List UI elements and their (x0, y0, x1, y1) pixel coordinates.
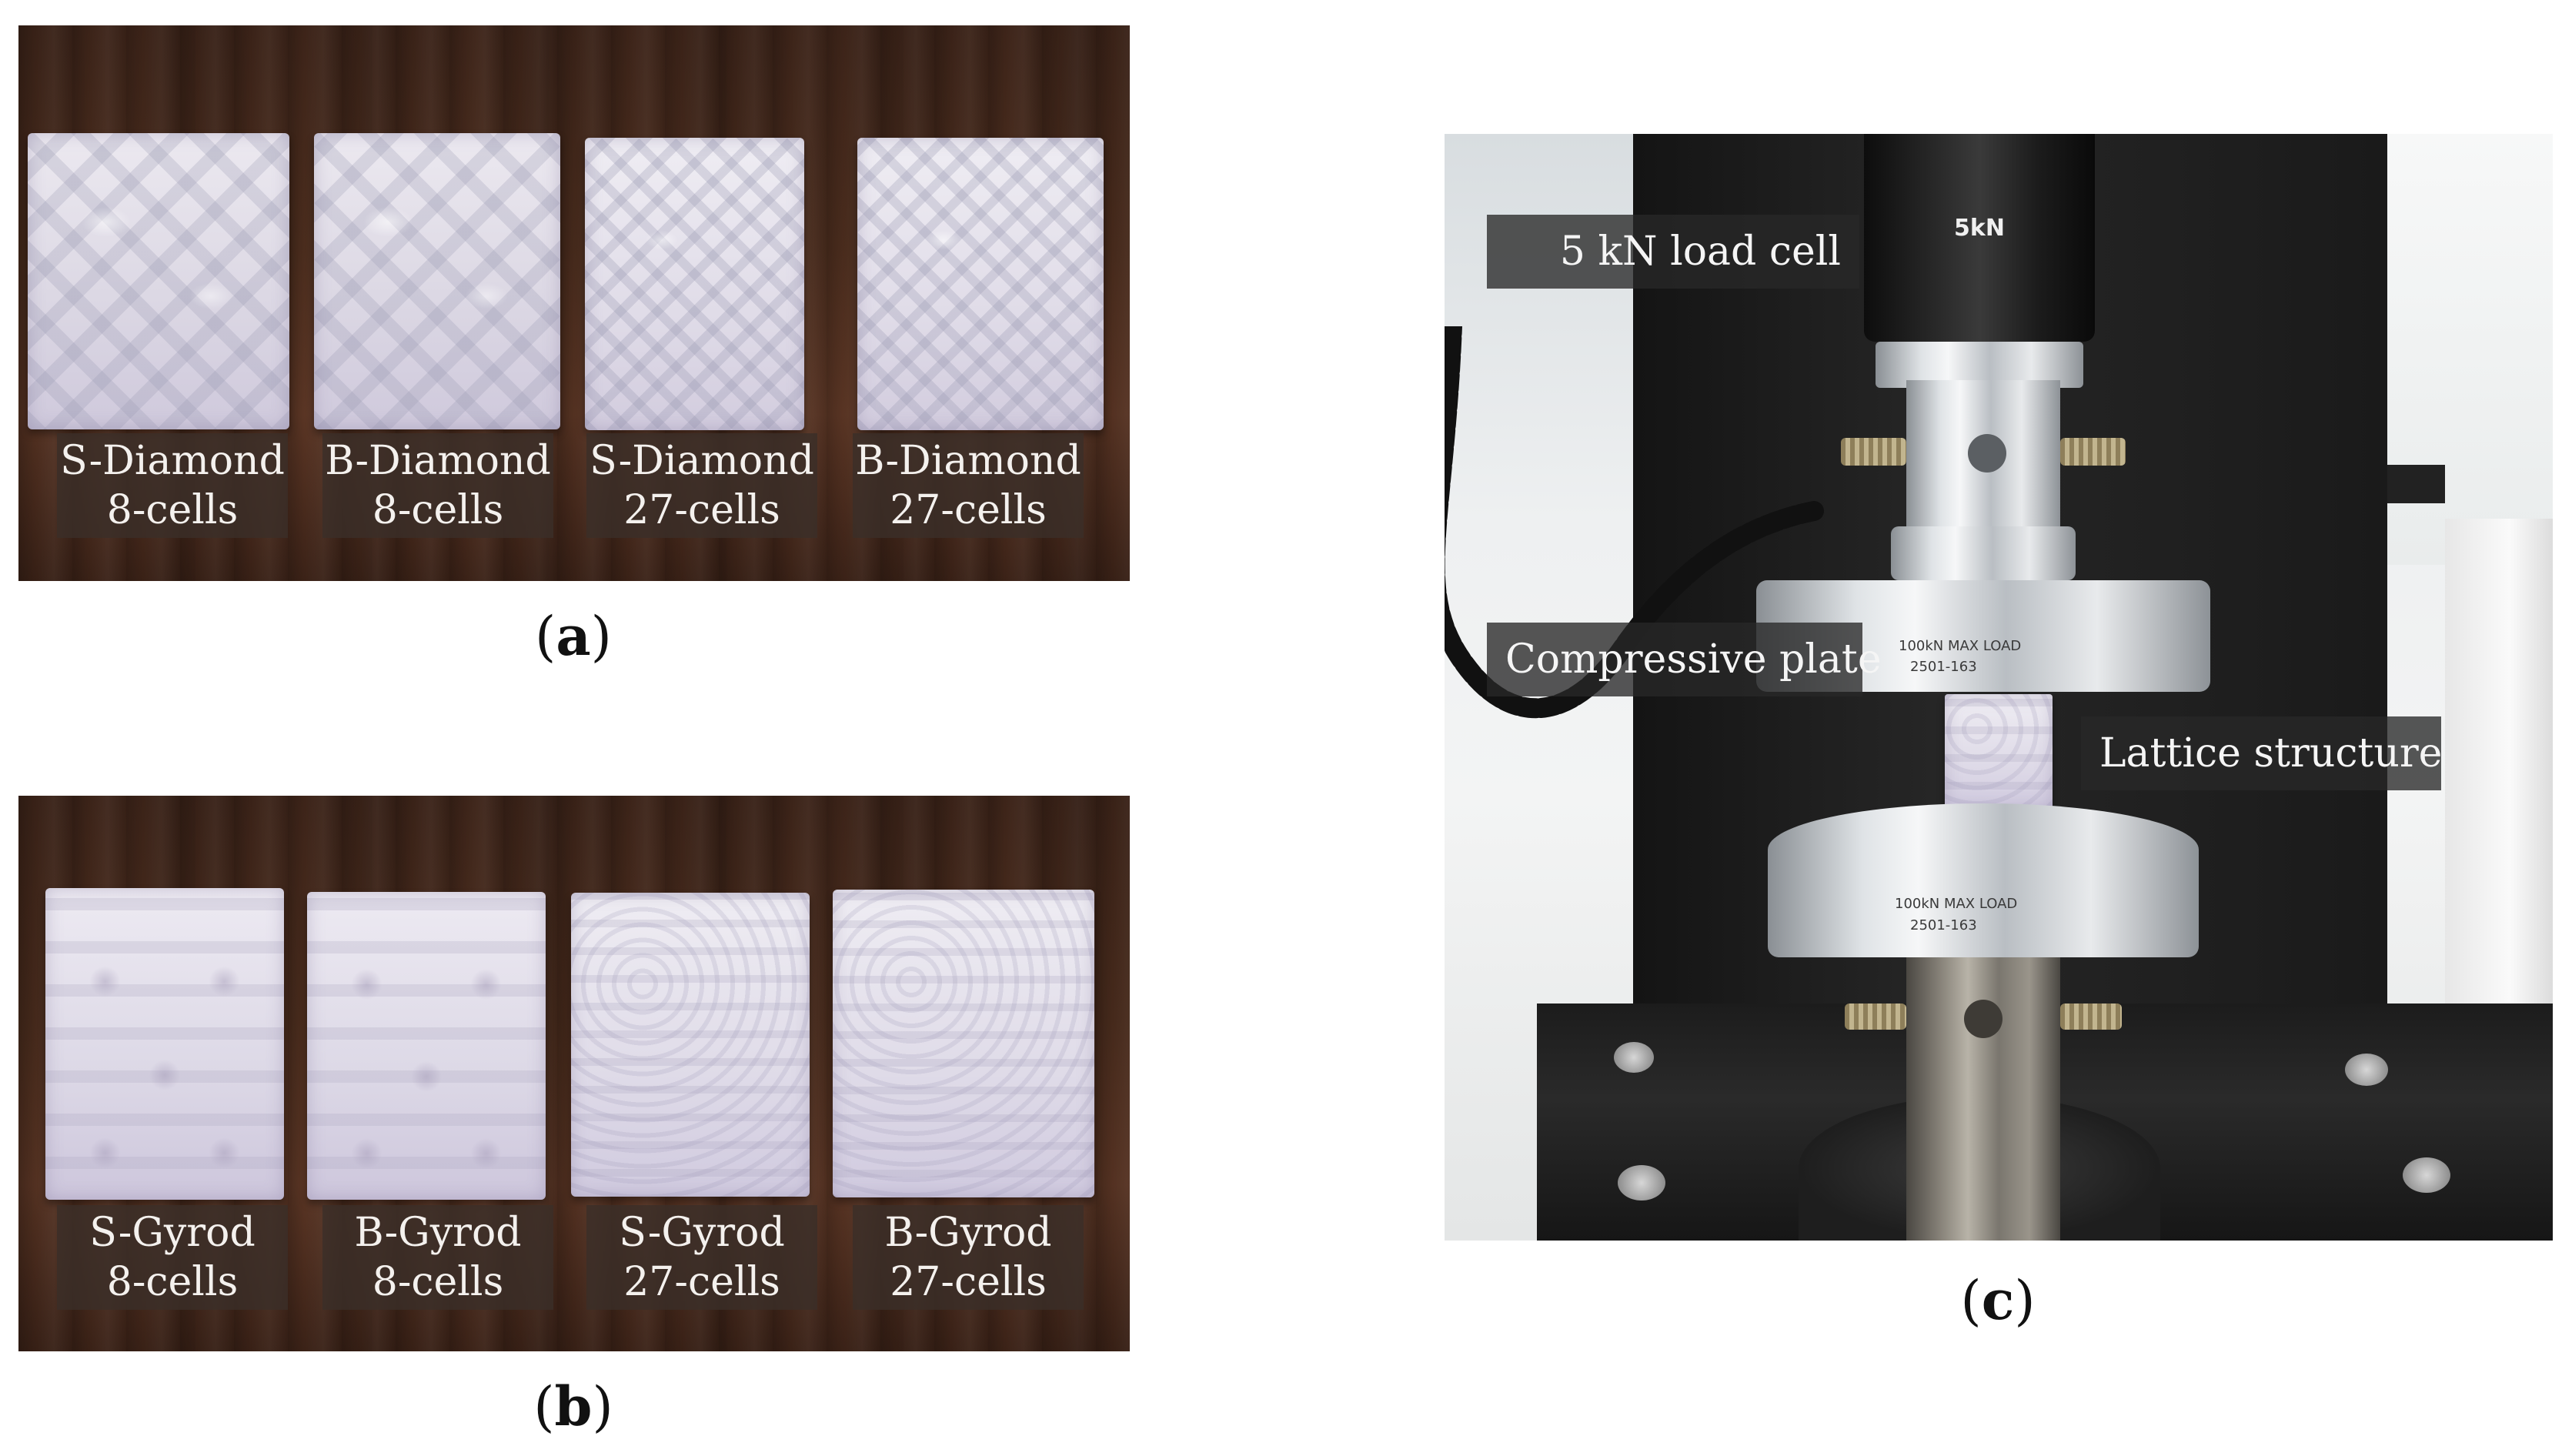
cube-s-diamond-8 (28, 133, 289, 429)
lower-plate-text-2: 2501-163 (1910, 917, 1977, 933)
lower-pin-left (1845, 1004, 1906, 1030)
bolt-2 (1614, 1042, 1654, 1073)
load-cell-body (1864, 134, 2095, 342)
cube-s-gyrod-27 (571, 893, 810, 1197)
coiled-cable (1445, 326, 1824, 719)
lower-plate-text-1: 100kN MAX LOAD (1895, 896, 2018, 912)
lower-pin-hole (1964, 1000, 2002, 1038)
bolt-3 (2345, 1054, 2388, 1086)
upper-pin-right (2060, 438, 2126, 466)
load-cell-rating: 5kN (1954, 215, 2005, 242)
cube-b-gyrod-27 (833, 890, 1094, 1197)
upper-pin-hole (1968, 434, 2006, 473)
upper-collar (1891, 526, 2076, 580)
bolt-4 (2403, 1157, 2450, 1193)
panel-c-photo: 5kN 100kN MAX LOAD 2501-163 100kN MAX LO… (1445, 134, 2553, 1241)
cube-b-diamond-8 (314, 133, 560, 429)
cube-b-gyrod-8 (307, 892, 546, 1200)
upper-plate-text-2: 2501-163 (1910, 659, 1977, 675)
tag-lattice-structure: Lattice structure (2081, 716, 2442, 790)
lattice-specimen (1945, 694, 2053, 810)
cube-s-gyrod-8 (45, 888, 284, 1200)
upper-plate-text-1: 100kN MAX LOAD (1899, 638, 2022, 654)
room-cabinet (2445, 519, 2553, 1057)
tag-compressive-plate: Compressive plate (1487, 623, 1882, 696)
bolt-1 (1618, 1165, 1665, 1201)
lower-compressive-plate (1768, 803, 2199, 957)
cube-b-diamond-27 (857, 138, 1104, 430)
caption-b: (b) (533, 1374, 613, 1438)
room-monitor (2383, 465, 2445, 503)
upper-pin-left (1841, 438, 1906, 466)
cube-s-diamond-27 (585, 138, 804, 430)
tag-load-cell: 5 kN load cell (1487, 215, 1859, 289)
lower-pin-right (2060, 1004, 2122, 1030)
caption-a: (a) (535, 604, 612, 668)
caption-c: (c) (1960, 1268, 2036, 1332)
